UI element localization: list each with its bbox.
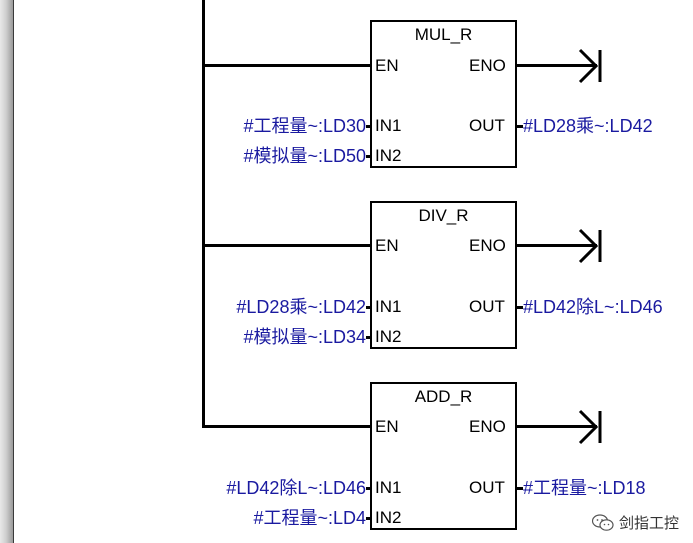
output-arrow-icon bbox=[578, 228, 602, 264]
eno-pin: ENO bbox=[469, 417, 506, 436]
eno-pin: ENO bbox=[469, 56, 506, 75]
add-r-block[interactable]: ADD_R bbox=[370, 382, 517, 530]
in2-pin: IN2 bbox=[375, 146, 402, 165]
en-pin: EN bbox=[375, 417, 399, 436]
eno-pin: ENO bbox=[469, 236, 506, 255]
block-name: DIV_R bbox=[418, 206, 469, 225]
in2-wire bbox=[366, 517, 372, 520]
output-arrow-icon bbox=[578, 409, 602, 445]
block-name: MUL_R bbox=[414, 25, 473, 44]
en-wire bbox=[205, 244, 370, 247]
in2-param[interactable]: #工程量~:LD4 bbox=[253, 508, 366, 528]
out-param[interactable]: #LD28乘~:LD42 bbox=[523, 116, 653, 136]
in2-pin: IN2 bbox=[375, 508, 402, 527]
in2-pin: IN2 bbox=[375, 327, 402, 346]
in1-wire bbox=[366, 306, 372, 309]
in1-pin: IN1 bbox=[375, 297, 402, 316]
out-param[interactable]: #工程量~:LD18 bbox=[523, 478, 646, 498]
gutter-border bbox=[13, 0, 14, 543]
in2-wire bbox=[366, 336, 372, 339]
watermark-text: 剑指工控 bbox=[618, 515, 679, 532]
en-wire bbox=[202, 425, 370, 428]
in1-param[interactable]: #LD42除L~:LD46 bbox=[226, 478, 366, 498]
en-wire bbox=[205, 64, 370, 67]
in1-pin: IN1 bbox=[375, 478, 402, 497]
out-wire bbox=[515, 125, 523, 128]
out-pin: OUT bbox=[469, 297, 505, 316]
out-wire bbox=[515, 487, 523, 490]
in2-wire bbox=[366, 155, 372, 158]
mul-r-block[interactable]: MUL_R bbox=[370, 20, 517, 168]
out-wire bbox=[515, 306, 523, 309]
en-pin: EN bbox=[375, 56, 399, 75]
eno-wire bbox=[517, 244, 597, 247]
out-pin: OUT bbox=[469, 116, 505, 135]
eno-wire bbox=[517, 64, 597, 67]
out-param[interactable]: #LD42除L~:LD46 bbox=[523, 297, 663, 317]
in1-wire bbox=[366, 125, 372, 128]
left-gutter bbox=[0, 0, 14, 543]
in1-wire bbox=[366, 487, 372, 490]
in1-pin: IN1 bbox=[375, 116, 402, 135]
div-r-block[interactable]: DIV_R bbox=[370, 201, 517, 349]
en-pin: EN bbox=[375, 236, 399, 255]
power-rail bbox=[202, 0, 205, 428]
watermark: 剑指工控 bbox=[591, 512, 679, 533]
output-arrow-icon bbox=[578, 48, 602, 84]
eno-wire bbox=[517, 425, 597, 428]
out-pin: OUT bbox=[469, 478, 505, 497]
in1-param[interactable]: #LD28乘~:LD42 bbox=[236, 297, 366, 317]
wechat-icon bbox=[591, 513, 614, 531]
in1-param[interactable]: #工程量~:LD30 bbox=[243, 116, 366, 136]
in2-param[interactable]: #模拟量~:LD34 bbox=[243, 327, 366, 347]
in2-param[interactable]: #模拟量~:LD50 bbox=[243, 146, 366, 166]
block-name: ADD_R bbox=[414, 387, 473, 406]
